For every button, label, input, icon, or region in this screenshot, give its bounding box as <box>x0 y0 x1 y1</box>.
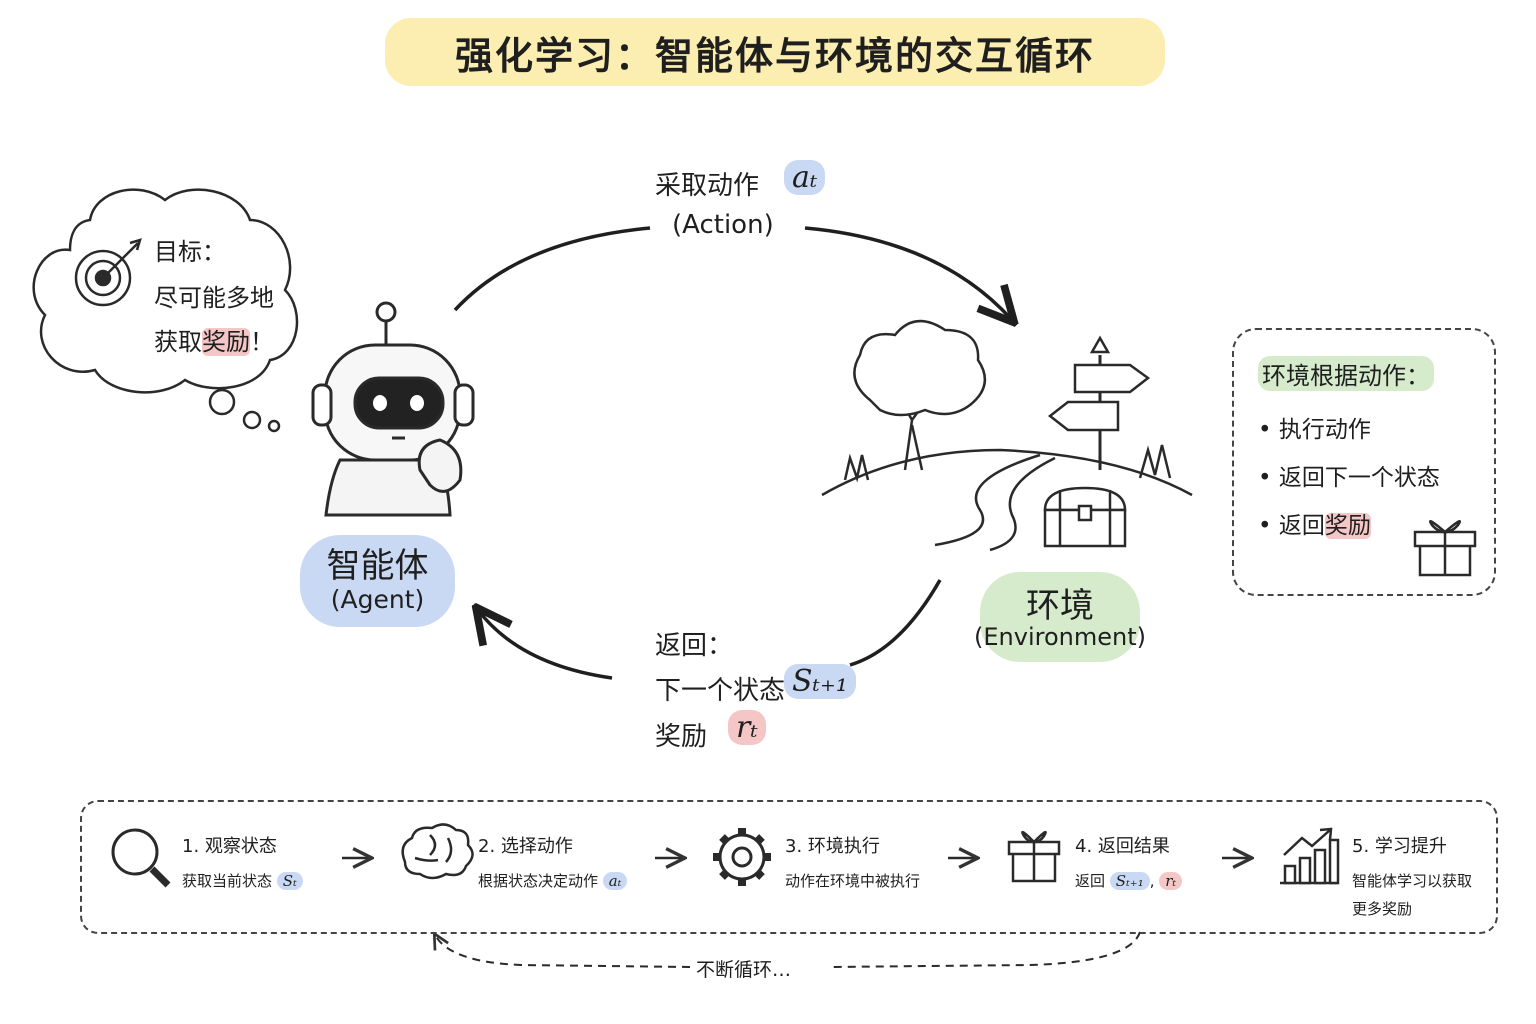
env-box-item-text: 返回下一个状态 <box>1278 465 1440 491</box>
env-box-item: • 返回下一个状态 <box>1258 465 1440 491</box>
gift-icon <box>1413 520 1477 577</box>
action-arrow-to-env <box>804 226 1012 320</box>
env-box-item: • 返回奖励 <box>1258 513 1371 539</box>
env-box-reward-highlight: 奖励 <box>1324 513 1371 539</box>
steps-panel <box>80 800 1498 934</box>
treasure-chest-icon <box>1043 486 1127 548</box>
step-2-desc-text: 根据状态决定动作 <box>478 872 599 890</box>
thought-line3-prefix: 获取 <box>154 328 202 356</box>
step-4-desc-text: 返回 <box>1075 872 1106 890</box>
thought-reward-highlight: 奖励 <box>202 328 250 356</box>
agent-label-highlight <box>300 535 455 627</box>
gift-step-icon <box>1007 830 1061 883</box>
environment-action-box <box>1232 328 1496 596</box>
step-2-symbol: aₜ <box>602 872 628 890</box>
gear-icon <box>713 828 771 886</box>
feedback-return-label: 返回： <box>655 631 734 661</box>
step-5-title: 5. 学习提升 <box>1352 836 1447 857</box>
step-4-reward-symbol: rₜ <box>1159 872 1183 890</box>
loop-label: 不断循环… <box>696 959 792 981</box>
feedback-reward-symbol: rₜ <box>728 710 766 745</box>
step-2-title: 2. 选择动作 <box>478 836 573 857</box>
step-1-title: 1. 观察状态 <box>182 836 277 857</box>
step-3-desc: 动作在环境中被执行 <box>785 872 921 890</box>
environment-scene <box>821 320 1193 552</box>
action-arrow <box>453 226 651 312</box>
step-4-desc: 返回 Sₜ₊₁, rₜ <box>1075 870 1183 891</box>
env-box-title: 环境根据动作： <box>1258 356 1434 391</box>
step-4-title: 4. 返回结果 <box>1075 836 1170 857</box>
step-1-desc-text: 获取当前状态 <box>182 872 273 890</box>
loop-back-arrow <box>829 931 1141 968</box>
thought-line2: 尽可能多地 <box>154 284 274 312</box>
robot-icon <box>311 301 475 517</box>
action-symbol: aₜ <box>784 160 826 195</box>
step-4-symbol-separator: , <box>1149 872 1155 890</box>
tree-icon <box>853 320 987 471</box>
step-5-desc-line1: 智能体学习以获取 <box>1352 872 1473 890</box>
growth-chart-icon <box>1280 827 1340 885</box>
brain-icon <box>401 823 474 880</box>
env-box-item-text: 执行动作 <box>1278 417 1371 443</box>
env-box-item: • 执行动作 <box>1258 417 1371 443</box>
thought-goal-label: 目标： <box>154 238 226 266</box>
thought-line3: 获取奖励！ <box>154 322 274 357</box>
step-5-desc-line2: 更多奖励 <box>1352 900 1413 918</box>
action-label: 采取动作 <box>655 171 760 201</box>
feedback-state-symbol: Sₜ₊₁ <box>784 664 856 699</box>
signpost-icon <box>1047 335 1151 470</box>
environment-sublabel: (Environment) <box>974 623 1146 651</box>
thought-line3-suffix: ！ <box>250 328 274 356</box>
step-2-desc: 根据状态决定动作 aₜ <box>478 870 628 891</box>
loop-back-arrow-head <box>435 935 691 968</box>
step-3-title: 3. 环境执行 <box>785 836 880 857</box>
environment-label: 环境 <box>1026 586 1094 626</box>
magnifier-icon <box>111 828 171 888</box>
agent-label: 智能体 <box>326 546 429 586</box>
env-box-item-text: 返回 <box>1278 513 1325 539</box>
feedback-reward-label: 奖励 <box>655 722 708 752</box>
step-4-state-symbol: Sₜ₊₁ <box>1109 872 1150 890</box>
environment-label-highlight <box>980 572 1140 662</box>
step-1-symbol: Sₜ <box>276 872 303 890</box>
target-icon <box>74 238 142 307</box>
step-1-desc: 获取当前状态 Sₜ <box>182 870 303 891</box>
action-sublabel: (Action) <box>672 210 774 240</box>
page-title: 强化学习：智能体与环境的交互循环 <box>385 18 1165 86</box>
feedback-state-label: 下一个状态 <box>655 676 786 706</box>
feedback-arrow-to-agent <box>478 610 613 680</box>
agent-sublabel: (Agent) <box>330 585 425 614</box>
feedback-arrow <box>849 579 942 667</box>
